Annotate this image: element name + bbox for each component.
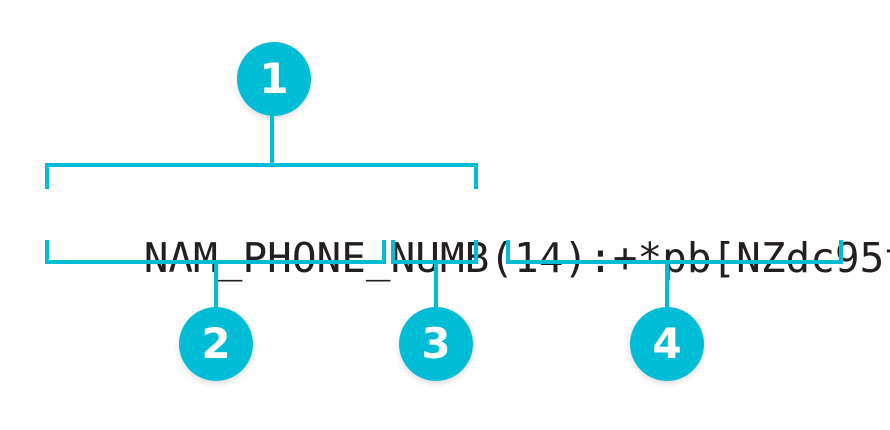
code-string: NAM_PHONE_NUMB(14):+*pb[NZdc95tLB [45,189,890,281]
code-segment-field-name: NAM_PHONE_NUMB [143,234,490,282]
marker-3-stem [434,262,438,307]
code-segment-length: (14) [489,234,589,282]
marker-circle-4[interactable]: 4 [630,307,704,381]
marker-2-stem [214,262,218,307]
marker-circle-3[interactable]: 3 [399,307,473,381]
bracket-3-length [391,240,478,264]
bracket-4-hash-value [506,240,843,264]
code-segment-hash-value: +*pb[NZdc95tLB [612,234,890,282]
marker-circle-1[interactable]: 1 [237,42,311,116]
bracket-1-top [45,163,478,189]
marker-label-2: 2 [201,319,231,368]
marker-1-stem [270,112,274,165]
marker-label-4: 4 [652,319,682,368]
marker-label-3: 3 [421,319,451,368]
code-segment-separator: : [588,234,613,282]
bracket-2-field-name [45,240,386,264]
marker-circle-2[interactable]: 2 [179,307,253,381]
marker-4-stem [665,262,669,307]
marker-label-1: 1 [259,54,289,103]
